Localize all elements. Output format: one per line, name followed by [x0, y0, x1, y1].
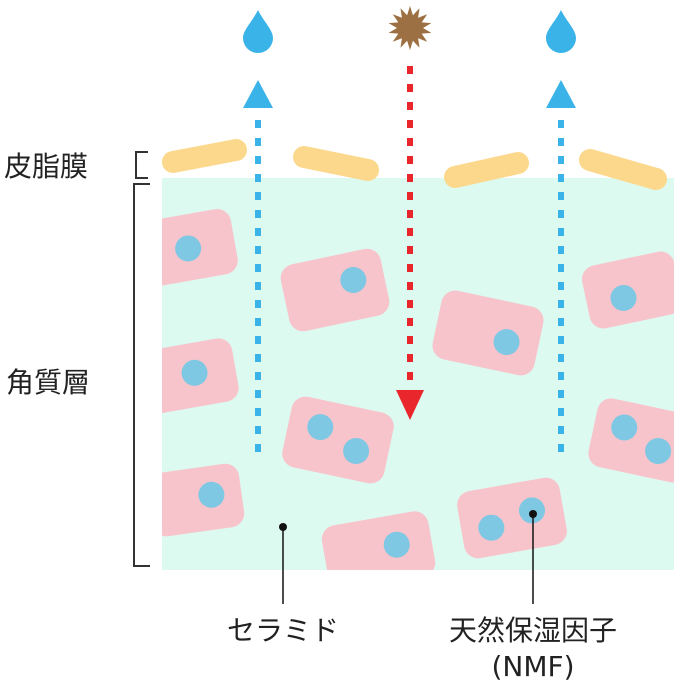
cell-group: [162, 209, 674, 570]
nmf-label: 天然保湿因子: [449, 614, 617, 647]
water-evaporation-arrow-left: [243, 80, 273, 452]
corneocyte: [581, 251, 674, 329]
irritant-burst-icon: [388, 6, 432, 50]
corneocyte: [457, 477, 567, 559]
ceramide-pointer: [279, 523, 287, 604]
sebum-label: 皮脂膜: [4, 150, 88, 183]
corneocyte: [588, 398, 674, 483]
sebum-bracket: [135, 151, 148, 179]
sebum-membrane: [162, 139, 667, 190]
corneocyte: [162, 463, 245, 537]
nmf-abbrev-label: (NMF): [491, 650, 574, 683]
corneocyte: [162, 338, 239, 414]
ceramide-label: セラミド: [227, 614, 339, 647]
corneocyte: [282, 396, 394, 484]
stratum-label: 角質層: [6, 366, 90, 399]
water-drop-icon: [243, 10, 273, 53]
corneocyte: [321, 511, 436, 570]
corneocyte: [162, 209, 238, 287]
nmf-pointer: [529, 510, 537, 604]
water-drop-icon: [546, 10, 576, 53]
corneocyte: [280, 248, 390, 332]
stratum-corneum-area: [162, 178, 674, 570]
water-evaporation-arrow-right: [546, 80, 576, 452]
stratum-bracket: [133, 183, 150, 567]
irritant-penetration-arrow: [396, 66, 424, 420]
corneocyte: [432, 290, 544, 376]
